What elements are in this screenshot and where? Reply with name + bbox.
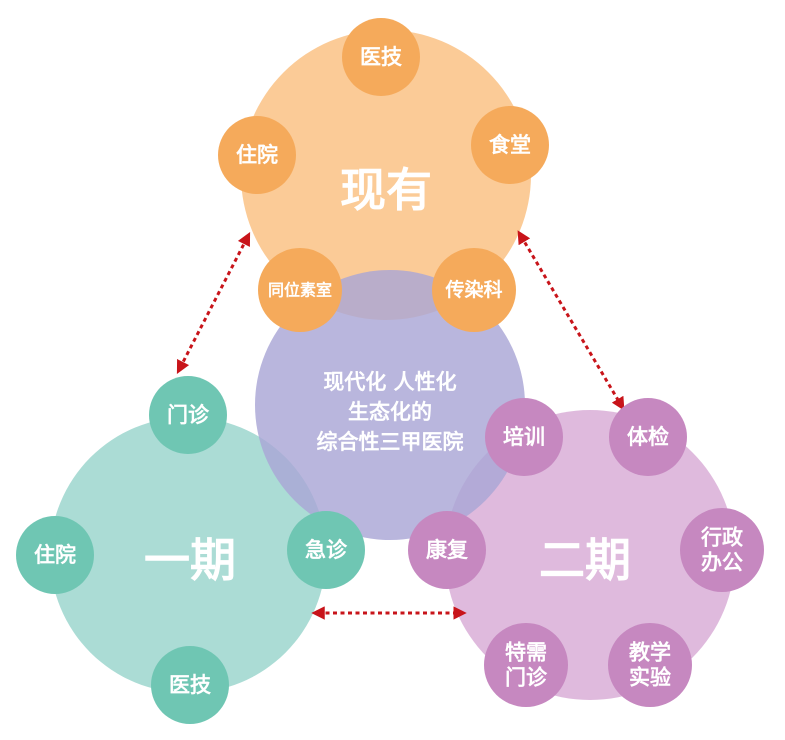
phase1-node-jizhen: 急诊 <box>287 511 365 589</box>
node-label: 医技 <box>169 673 212 697</box>
node-label-line: 实验 <box>629 666 671 690</box>
node-label: 教学实验 <box>629 641 671 690</box>
phase2-node-tijian: 体检 <box>609 398 687 476</box>
node-label: 体检 <box>627 425 669 449</box>
node-label: 医技 <box>360 45 403 69</box>
node-label-line: 特需 <box>505 641 547 665</box>
center-circle <box>255 270 525 540</box>
node-label: 特需门诊 <box>505 641 548 690</box>
phase2-node-kangfu: 康复 <box>408 511 486 589</box>
phase2-node-jiaoxue: 教学实验 <box>608 623 692 707</box>
phase2-node-peixun: 培训 <box>485 398 563 476</box>
center-line-2: 生态化的 <box>348 400 432 424</box>
existing-cluster-circle <box>241 30 531 320</box>
phase1-node-yiji: 医技 <box>151 646 229 724</box>
phase1-title: 一期 <box>144 533 236 587</box>
center-line-3: 综合性三甲医院 <box>317 430 464 454</box>
phase1-node-menzhen: 门诊 <box>149 376 227 454</box>
center-line-1: 现代化 人性化 <box>323 370 456 394</box>
node-label: 急诊 <box>305 538 348 562</box>
node-label: 住院 <box>236 143 278 167</box>
existing-node-shitang: 食堂 <box>471 106 549 184</box>
phase2-node-texu: 特需门诊 <box>484 623 568 707</box>
node-label: 康复 <box>426 538 469 562</box>
phase1-cluster-circle <box>50 417 326 693</box>
node-label: 同位素室 <box>268 281 332 300</box>
node-label-line: 办公 <box>701 551 743 575</box>
existing-node-chuanranke: 传染科 <box>432 248 516 332</box>
node-label-line: 行政 <box>700 526 744 550</box>
existing-node-tongweisushi: 同位素室 <box>258 248 342 332</box>
existing-node-yiji: 医技 <box>342 18 420 96</box>
arrow-existing-phase2 <box>517 230 625 411</box>
node-label-line: 教学 <box>629 641 671 665</box>
node-label: 培训 <box>503 425 545 449</box>
node-label: 行政办公 <box>700 526 744 575</box>
node-label: 门诊 <box>167 403 210 427</box>
existing-node-zhuyuan: 住院 <box>218 116 296 194</box>
phase1-node-zhuyuan: 住院 <box>16 516 94 594</box>
node-label: 食堂 <box>489 133 531 157</box>
node-label: 传染科 <box>444 278 502 301</box>
node-label: 住院 <box>34 543 76 567</box>
phase2-title: 二期 <box>539 533 631 587</box>
existing-title: 现有 <box>340 163 432 217</box>
arrow-existing-phase1 <box>176 231 251 375</box>
node-label-line: 门诊 <box>505 666 548 690</box>
phase2-node-xingzheng: 行政办公 <box>680 508 764 592</box>
